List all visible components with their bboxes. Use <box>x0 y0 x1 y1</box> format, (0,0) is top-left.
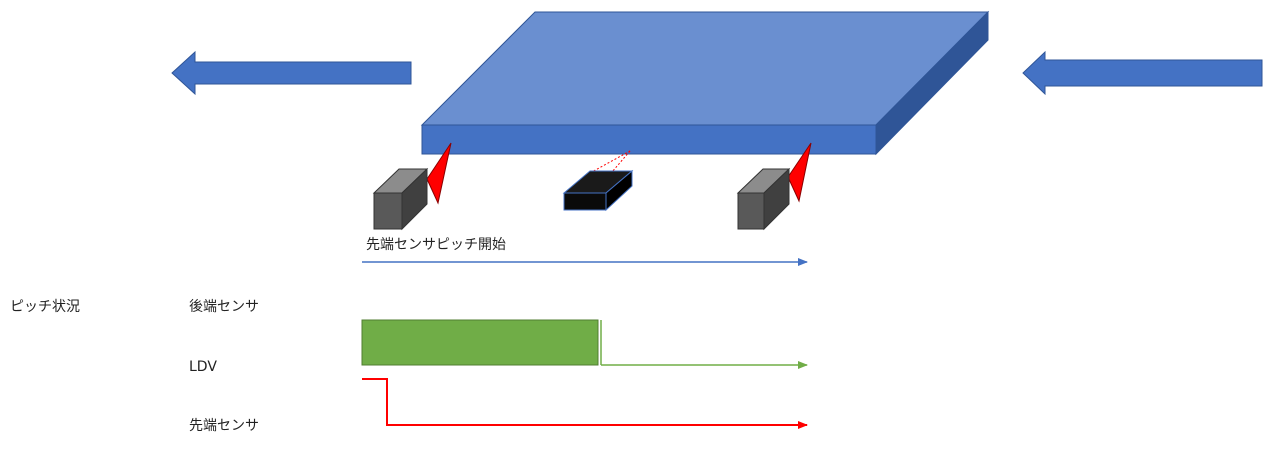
plate-front-face <box>421 124 877 155</box>
rear-sensor-device <box>372 142 452 231</box>
front-sensor-status-line <box>362 378 808 429</box>
ldv-device <box>562 150 634 212</box>
right-direction-arrow <box>1022 50 1263 96</box>
ldv-front <box>563 192 607 211</box>
rear-sensor-label: 後端センサ <box>189 299 259 315</box>
rear-sensor-status-bar <box>361 319 599 366</box>
left-direction-arrow <box>171 50 412 96</box>
front-sensor-label: 先端センサ <box>189 418 259 434</box>
pitch-start-label: 先端センサピッチ開始 <box>366 237 506 253</box>
front-laser-beam <box>787 142 812 203</box>
ldv-beam-right <box>611 150 631 173</box>
conveyed-plate <box>420 10 990 156</box>
ldv-label: LDV <box>189 359 217 375</box>
front-sensor-device <box>736 142 812 231</box>
rear-laser-beam <box>426 142 452 205</box>
rear-sensor-front <box>373 192 403 230</box>
front-sensor-front <box>737 192 765 230</box>
pitch-status-label: ピッチ状況 <box>10 299 80 315</box>
